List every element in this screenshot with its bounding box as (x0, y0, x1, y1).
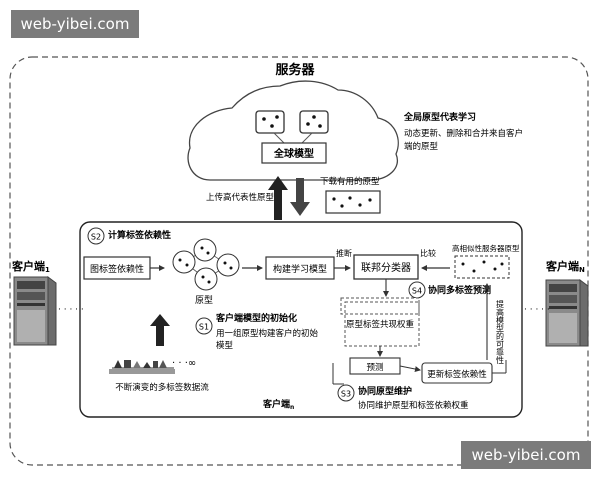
global-prototype-desc-line2: 端的原型 (404, 141, 439, 152)
similar-prototypes-box (454, 255, 510, 279)
predict-label: 预测 (366, 362, 383, 373)
s3-badge-text: S3 (341, 390, 351, 399)
upload-arrow (268, 176, 288, 220)
client-n-right-label: 客户端N (545, 259, 585, 274)
infer-label: 推断 (336, 248, 352, 258)
client-n-computer-icon (545, 279, 589, 347)
download-label: 下载有用的原型 (320, 176, 380, 187)
server-cloud (187, 80, 399, 181)
federated-classifier-label: 联邦分类器 (361, 261, 411, 274)
stream-infinity: · · ·∞ (172, 358, 196, 369)
prototype-cluster (172, 238, 240, 291)
global-model-box (261, 142, 327, 164)
s4-badge-text: S4 (412, 287, 422, 296)
client-1-computer-icon (13, 276, 57, 346)
s2-badge (87, 227, 105, 245)
stream-label: 不断演变的多标签数据流 (115, 382, 209, 393)
s3-badge (337, 384, 355, 402)
client-right-ellipsis: · · · · · (524, 305, 550, 315)
cooccurrence-weight-dashed-bg (340, 297, 420, 315)
downloaded-prototypes-box (325, 190, 381, 214)
s1-title: 客户端模型的初始化 (215, 312, 297, 324)
update-dependency-label: 更新标签依赖性 (427, 369, 487, 380)
s4-title: 协同多标签预测 (428, 284, 491, 296)
similar-prototypes-label: 高相似性服务器原型 (452, 243, 520, 253)
global-model-label: 全球模型 (273, 147, 314, 160)
watermark-top: web-yibei.com (11, 10, 139, 38)
cooccurrence-weight-label: 原型标签共现权重 (346, 319, 415, 330)
watermark-bottom: web-yibei.com (461, 441, 591, 469)
global-prototype-desc-line1: 动态更新、删除和合并来自客户 (404, 128, 523, 139)
s2-badge-text: S2 (91, 233, 101, 242)
federated-classifier-box (353, 254, 419, 280)
global-prototype-learning-title: 全局原型代表学习 (403, 111, 476, 123)
s1-badge (195, 317, 213, 335)
client-n-label: 客户端n (262, 398, 294, 411)
reliability-vertical-text: 提高模型的可靠性 (496, 299, 505, 364)
client-left-ellipsis: · · · · · (58, 305, 84, 315)
graph-label-dependency-label: 图标签依赖性 (90, 263, 144, 275)
s3-desc: 协同维护原型和标签依赖权重 (358, 400, 469, 411)
prototype-caption: 原型 (195, 295, 213, 306)
client-1-label: 客户端1 (11, 259, 50, 274)
download-arrow (290, 178, 310, 216)
s1-badge-text: S1 (199, 323, 209, 332)
server-prototype-box-left (255, 110, 285, 134)
stream-up-arrow (150, 314, 170, 346)
server-title: 服务器 (275, 62, 315, 78)
upload-label: 上传高代表性原型 (206, 192, 275, 203)
outer-system-frame (9, 56, 589, 466)
s3-title: 协同原型维护 (358, 385, 412, 397)
compare-label: 比较 (420, 248, 436, 258)
data-stream (109, 360, 175, 374)
server-prototype-box-right (299, 110, 329, 134)
s2-title: 计算标签依赖性 (108, 229, 171, 241)
build-model-label: 构建学习模型 (273, 263, 327, 275)
s1-desc-line2: 模型 (216, 340, 234, 351)
s1-desc-line1: 用一组原型构建客户的初始 (216, 328, 319, 339)
